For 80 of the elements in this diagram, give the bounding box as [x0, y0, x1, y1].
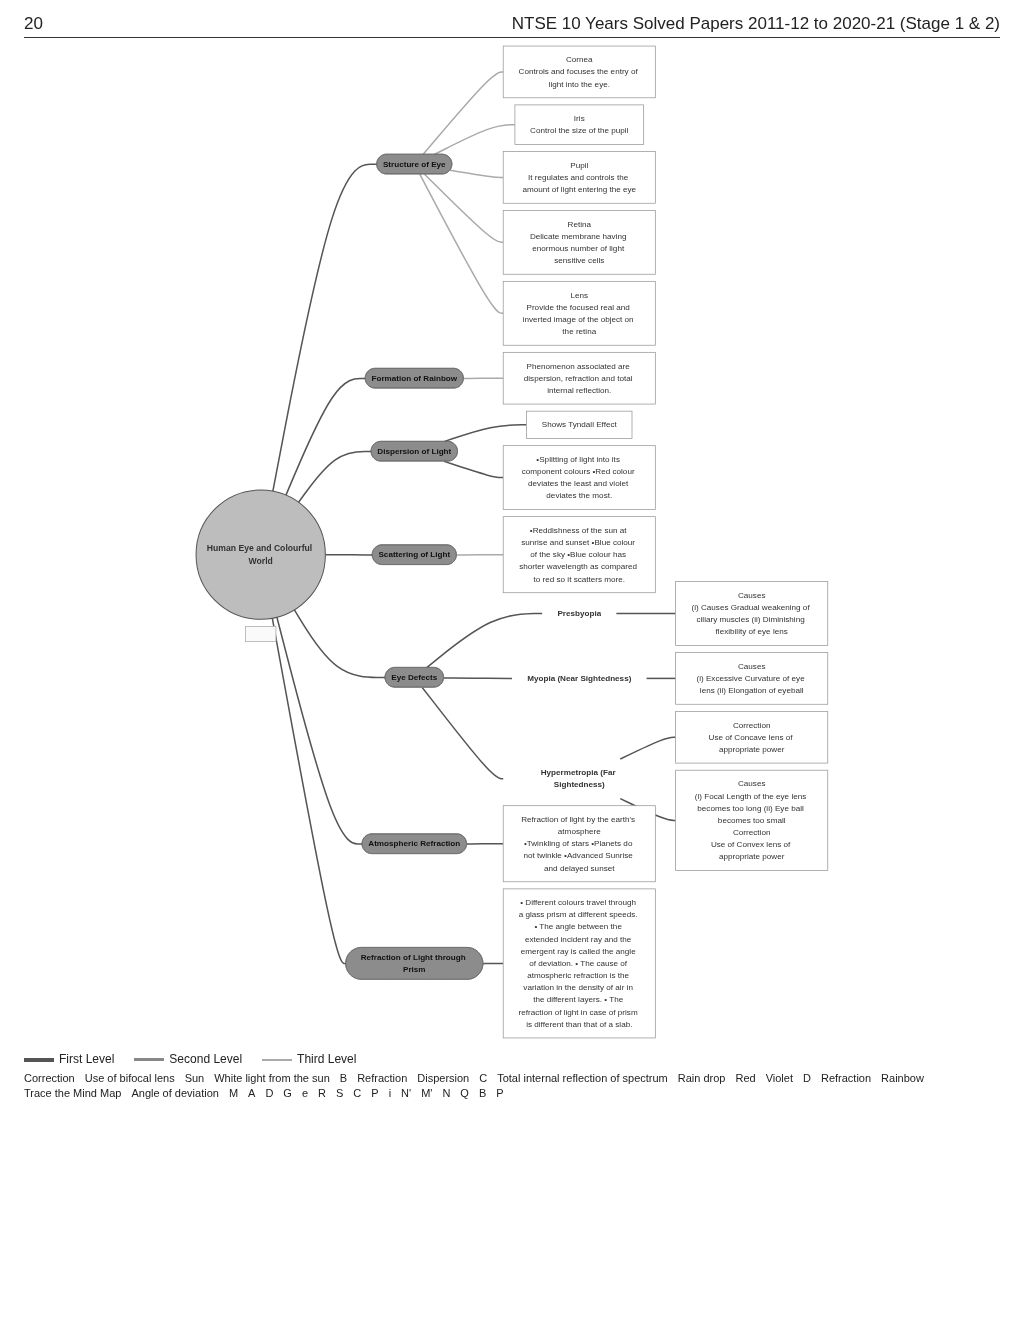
- diagram-label: P: [496, 1087, 504, 1099]
- connector: [426, 612, 544, 669]
- node-box: Correction Use of Concave lens of appropriate power: [675, 711, 829, 764]
- diagram-label: Total internal reflection of spectrum: [497, 1072, 668, 1084]
- connector: [272, 163, 378, 492]
- connector: [449, 169, 505, 179]
- connector: [423, 173, 505, 244]
- connector: [419, 173, 505, 315]
- node-text: Presbyopia: [557, 608, 602, 618]
- node-box: Causes (i) Excessive Curvature of eye lens (ii) Elongation of eyeball: [675, 652, 829, 705]
- node-box: •Splitting of light into its component colours •Red colour deviates the least and violet deviates the most.: [502, 445, 656, 510]
- diagram-label: G: [283, 1087, 292, 1099]
- diagram-label: D: [265, 1087, 274, 1099]
- connector: [466, 842, 505, 845]
- connector: [462, 377, 505, 380]
- node-box: Iris Control the size of the pupil: [514, 104, 645, 145]
- legend-text: Second Level: [169, 1052, 243, 1066]
- diagram-label: C: [479, 1072, 488, 1084]
- connector: [297, 450, 373, 504]
- connector: [276, 616, 364, 845]
- node-box: Phenomenon associated are dispersion, refraction and total internal reflection.: [502, 351, 656, 405]
- running-header: NTSE 10 Years Solved Papers 2011-12 to 2020-21 (Stage 1 & 2): [511, 14, 1000, 34]
- connector: [422, 71, 505, 156]
- diagram-label: C: [353, 1087, 362, 1099]
- node-box: Pupil It regulates and controls the amount of light entering the eye: [502, 151, 656, 204]
- diagram-label: R: [318, 1087, 326, 1099]
- diagram-label: Trace the Mind Map: [24, 1087, 122, 1099]
- node-box: Retina Delicate membrane having enormous number of light sensitive cells: [502, 210, 656, 275]
- connector: [619, 736, 677, 760]
- node-box: Causes (i) Focal Length of the eye lens becomes too long (ii) Eye ball becomes too small Correction Use of Convex lens of appropriate power: [675, 769, 829, 871]
- diagram-label: P: [371, 1087, 379, 1099]
- diagram-label: Violet: [765, 1072, 793, 1084]
- connector: [615, 612, 677, 615]
- diagram-label: i: [388, 1087, 392, 1099]
- page-number: 20: [24, 14, 43, 34]
- diagram-label: N': [401, 1087, 412, 1099]
- diagram-label: D: [803, 1072, 811, 1084]
- connector: [645, 677, 677, 680]
- diagram-label: e: [301, 1087, 309, 1099]
- node-box: Shows Tyndall Effect: [526, 410, 633, 439]
- diagram-label: S: [336, 1087, 344, 1099]
- diagram-label: Refraction: [820, 1072, 872, 1084]
- connector: [293, 609, 387, 679]
- diagram-label: Red: [735, 1072, 756, 1084]
- node-text: Myopia (Near Sightedness): [527, 673, 632, 683]
- legend-text: Third Level: [297, 1052, 357, 1066]
- diagram-label: N: [442, 1087, 451, 1099]
- legend-text: First Level: [59, 1052, 115, 1066]
- connector: [443, 424, 528, 443]
- diagram-label: M': [421, 1087, 433, 1099]
- diagram-label: Sun: [184, 1072, 205, 1084]
- diagram-label: Refraction: [357, 1072, 408, 1084]
- node-text: Hypermetropia (Far Sightedness): [540, 768, 616, 789]
- node-box: •Reddishness of the sun at sunrise and sunset •Blue colour of the sky •Blue colour has shorter wavelength as compared to red so it scatters more.: [502, 516, 656, 594]
- diagram-label: Q: [460, 1087, 469, 1099]
- diagram-label: Rainbow: [881, 1072, 924, 1084]
- diagram-label: Angle of deviation: [131, 1087, 219, 1099]
- diagram-label: A: [248, 1087, 256, 1099]
- connector: [482, 962, 505, 965]
- diagram-label: M: [228, 1087, 239, 1099]
- diagram-label: Dispersion: [417, 1072, 470, 1084]
- diagram-label: Rain drop: [677, 1072, 726, 1084]
- connector: [443, 677, 513, 680]
- diagram-label: Use of bifocal lens: [84, 1072, 175, 1084]
- diagram-label: B: [339, 1072, 348, 1084]
- connector: [433, 123, 516, 156]
- connector: [421, 686, 505, 780]
- node-box: [245, 626, 277, 642]
- connector: [271, 617, 347, 965]
- connector: [285, 377, 367, 496]
- node-box: Lens Provide the focused real and inverted image of the object on the retina: [502, 280, 656, 346]
- diagram-label: White light from the sun: [214, 1072, 330, 1084]
- node-box: Cornea Controls and focuses the entry of light into the eye.: [502, 45, 656, 99]
- diagram-label: B: [478, 1087, 487, 1099]
- diagram-label: Correction: [24, 1072, 75, 1084]
- node-box: Refraction of light by the earth's atmosphere •Twinkling of stars •Planets do not twinkle •Advanced Sunrise and delayed sunset: [502, 805, 656, 883]
- node-box: Causes (i) Causes Gradual weakening of ciliary muscles (ii) Diminishing flexibility of eye lens: [675, 581, 829, 646]
- node-circle: Human Eye and Colourful World: [195, 489, 326, 620]
- connector: [456, 553, 505, 556]
- node-box: • Different colours travel through a glass prism at different speeds. • The angle between the extended incident ray and the emergent ray is called the angle of deviation. • The cause of atmospheric refraction is the variation in the density of air in the different layers. • The refraction of light in case of prism is different than that of a slab.: [502, 888, 656, 1039]
